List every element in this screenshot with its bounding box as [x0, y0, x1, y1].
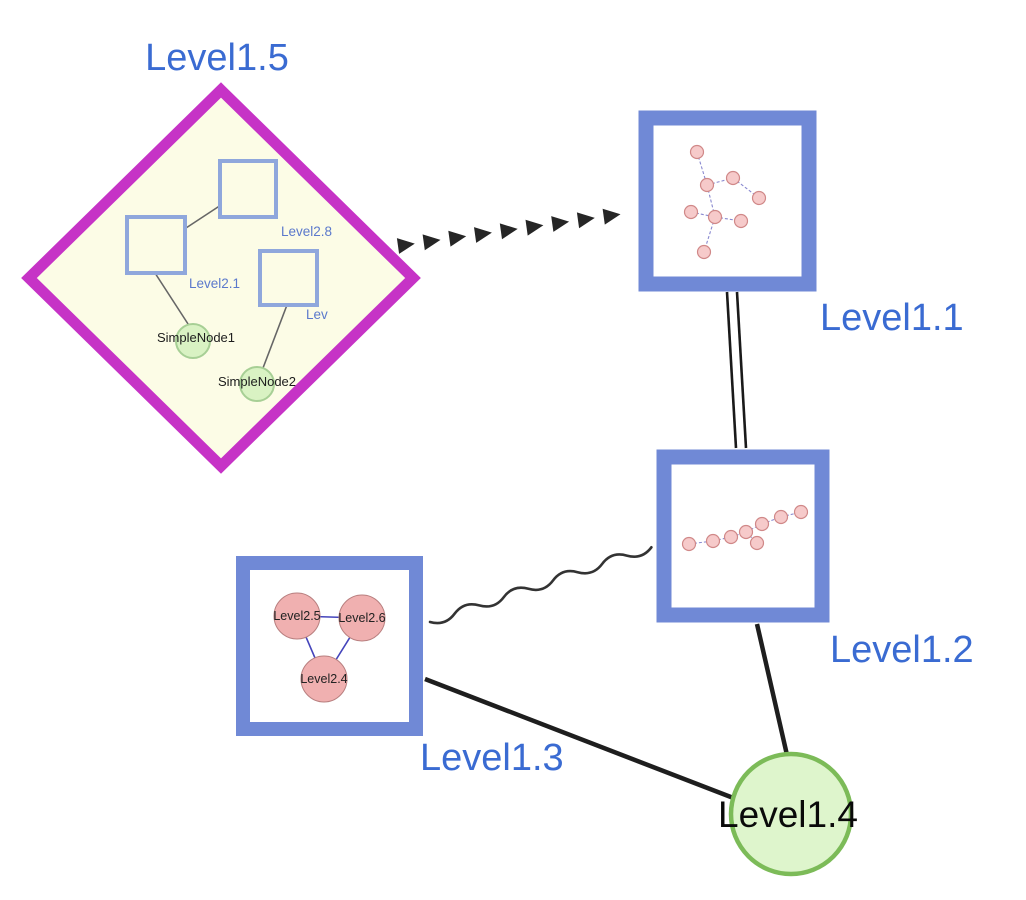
node-level1-4[interactable]: Level1.4	[718, 751, 858, 877]
child-node-level2-6[interactable]	[338, 594, 386, 642]
node-level1-1[interactable]	[638, 110, 817, 292]
mini-graph-level1-2	[681, 504, 809, 552]
child-node-level2-8[interactable]	[218, 159, 278, 219]
child-node-simple-node-1[interactable]	[175, 323, 211, 359]
child-label-level2-6: Level2.6	[338, 611, 385, 625]
circle-shape-level1-4[interactable]	[728, 751, 854, 877]
child-node-level2-4[interactable]	[300, 655, 348, 703]
mini-graph-nodes	[681, 504, 809, 552]
arrow-chevron	[448, 230, 467, 247]
label-level1-1: Level1.1	[820, 297, 964, 339]
arrow-chevron	[499, 223, 518, 240]
label-level1-3: Level1.3	[420, 737, 564, 779]
level1-5-child-edges	[154, 204, 288, 369]
label-level1-5: Level1.5	[145, 37, 289, 79]
edge-level1-3-to-level1-2[interactable]	[428, 546, 653, 625]
node-level1-3[interactable]: Level2.5 Level2.6 Level2.4	[236, 556, 423, 736]
edge-level1-1-to-level1-2[interactable]	[725, 291, 748, 449]
child-label-level2-4: Level2.4	[300, 672, 347, 686]
diamond-shape[interactable]	[21, 82, 421, 474]
child-label-level2-1: Level2.1	[189, 276, 240, 291]
child-label-simple-node-1: SimpleNode1	[157, 330, 235, 345]
node-level1-5[interactable]: Level2.8 Level2.1 Lev SimpleNode1 Simple…	[21, 82, 421, 474]
mini-graph-nodes	[683, 144, 767, 260]
child-node-simple-node-2[interactable]	[239, 366, 275, 402]
arrow-chevron	[525, 219, 544, 236]
arrow-chevron	[602, 208, 621, 225]
child-node-level2-1[interactable]	[125, 215, 187, 275]
edge-level1-5-to-level1-1[interactable]	[396, 208, 621, 254]
arrow-chevron	[396, 238, 415, 254]
mini-graph-level1-1	[683, 144, 767, 260]
node-level1-2[interactable]	[656, 449, 830, 623]
child-label-level2-x: Lev	[306, 307, 328, 322]
arrow-chevron	[422, 234, 441, 251]
edge-level1-3-to-level1-4[interactable]	[424, 676, 737, 802]
edge-level1-2-to-level1-4[interactable]	[754, 623, 790, 756]
square-shape-level1-3[interactable]	[236, 556, 423, 736]
child-node-level2-x[interactable]	[258, 249, 319, 307]
child-label-simple-node-2: SimpleNode2	[218, 374, 296, 389]
child-label-level2-5: Level2.5	[273, 609, 320, 623]
label-level1-4: Level1.4	[718, 794, 858, 835]
square-shape-level1-1[interactable]	[638, 110, 817, 292]
child-label-level2-8: Level2.8	[281, 224, 332, 239]
child-node-level2-5[interactable]	[273, 592, 321, 640]
arrow-chevron	[551, 216, 570, 232]
arrow-chevron	[576, 212, 595, 229]
label-level1-2: Level1.2	[830, 629, 974, 671]
arrow-chevron	[474, 227, 492, 243]
